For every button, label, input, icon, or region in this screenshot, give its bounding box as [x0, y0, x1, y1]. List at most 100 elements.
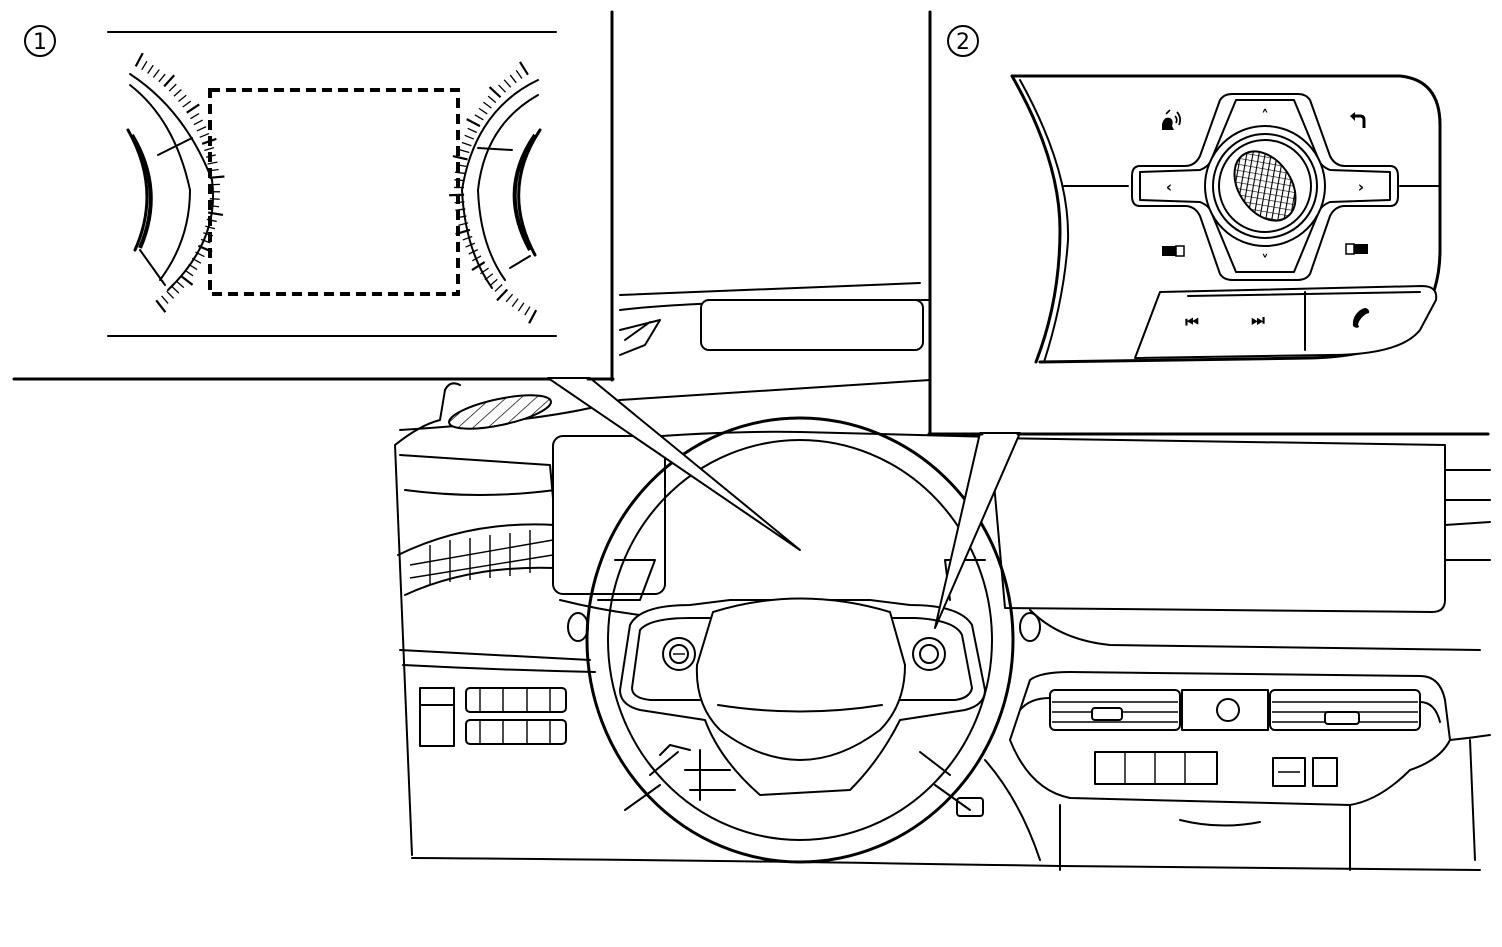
phone-icon[interactable] — [1352, 308, 1370, 328]
right-gauge-tick — [478, 107, 488, 115]
left-gauge-tick — [171, 285, 180, 294]
right-gauge-tick — [455, 171, 466, 175]
center-vent-right — [1269, 689, 1421, 731]
steering-wheel — [585, 416, 1015, 864]
left-gauge-tick — [134, 52, 144, 67]
left-gauge-tick — [193, 119, 203, 126]
steering-wheel-rim-inner — [607, 439, 993, 841]
left-panel-edge — [394, 382, 461, 856]
right-gauge-tick — [452, 154, 468, 161]
dash-far-edge — [619, 282, 921, 296]
left-gauge-tick — [147, 64, 154, 74]
right-gauge-ticks — [449, 61, 538, 324]
center-display — [989, 437, 1446, 613]
right-gauge-tick — [471, 261, 486, 271]
meter-center-display-area — [208, 88, 460, 296]
right-gauge-tick — [484, 273, 494, 281]
left-gauge-tick — [184, 269, 194, 277]
left-gauge-tick — [141, 60, 148, 71]
left-gauge-tick — [208, 211, 224, 217]
callout-panel-2: 2 ˄ ˅ ‹ › — [927, 0, 1502, 629]
right-gauge-tick — [458, 222, 469, 226]
right-gauge — [449, 61, 542, 324]
right-gauge-tick — [465, 242, 476, 248]
left-gauge-tick — [207, 161, 218, 165]
left-gauge-tick — [180, 274, 194, 286]
right-gauge-tick — [474, 114, 484, 121]
media-phone-button-row — [1134, 285, 1438, 359]
left-gauge-tick — [158, 73, 166, 83]
left-gauge-tick — [199, 132, 210, 138]
right-gauge-tick — [489, 278, 498, 287]
left-gauge-tick — [152, 69, 160, 78]
left-gauge-tick — [204, 147, 215, 152]
left-switch-row-1 — [465, 687, 567, 713]
left-gauge-tick — [173, 89, 182, 97]
right-gauge-tick — [505, 293, 514, 303]
side-defroster-vent — [448, 394, 552, 430]
steering-wheel-rim-outer — [585, 416, 1015, 864]
back-arrow-icon[interactable] — [1350, 112, 1366, 128]
left-switch-block — [419, 687, 455, 747]
dash-lower-edge — [1029, 609, 1481, 651]
callout-marker-1 — [24, 25, 56, 57]
right-gauge-tick — [487, 95, 497, 104]
right-gauge-tick — [494, 284, 503, 292]
right-gauge-tick — [455, 208, 466, 211]
left-gauge-tick — [195, 251, 205, 258]
left-gauge-tick — [168, 83, 177, 92]
left-gauge-tick — [200, 238, 211, 244]
right-stalk-knob — [1019, 612, 1041, 642]
right-gauge-tick — [498, 84, 506, 93]
left-gauge-tick — [186, 103, 200, 114]
left-gauge — [126, 52, 225, 313]
left-gauge-tick — [191, 257, 202, 264]
right-gauge-tick — [483, 101, 492, 109]
right-gauge-tick — [462, 235, 473, 241]
right-gauge-tick — [511, 298, 519, 307]
right-gauge-tick — [461, 141, 472, 147]
right-gauge-tick — [515, 70, 523, 79]
right-gauge-tick — [454, 201, 465, 204]
right-gauge-tick — [449, 193, 465, 197]
left-gauge-tick — [175, 280, 185, 289]
callout-panel-1: 1 — [0, 0, 801, 551]
left-gauge-tick — [182, 100, 192, 108]
chevron-up-icon[interactable]: ˄ — [1261, 107, 1269, 125]
callout-marker-2 — [947, 25, 979, 57]
voice-command-icon[interactable] — [1162, 109, 1182, 130]
left-gauge-tick — [196, 126, 207, 132]
right-gauge-tick — [468, 249, 479, 255]
right-tab-icon[interactable] — [1345, 243, 1368, 255]
left-gauge-tick — [155, 299, 167, 313]
horn-pad — [695, 597, 906, 761]
right-gauge-tick — [509, 74, 517, 84]
callout-number-1: 1 — [33, 30, 47, 55]
climate-button-row — [1094, 751, 1218, 785]
left-gauge-tick — [205, 225, 216, 230]
chevron-down-icon[interactable]: ˅ — [1261, 252, 1269, 270]
right-gauge-tick — [519, 61, 529, 76]
skip-forward-icon[interactable]: ⏭ — [1251, 311, 1265, 329]
left-gauge-tick — [209, 198, 220, 200]
skip-back-icon[interactable]: ⏮ — [1185, 313, 1199, 331]
right-gauge-tick — [456, 215, 467, 219]
scroll-dial-icon[interactable] — [1222, 140, 1308, 232]
right-gauge-tick — [524, 306, 531, 316]
left-gauge-tick — [163, 74, 176, 88]
left-gauge-tick — [188, 263, 198, 271]
console-switch-right — [1312, 757, 1338, 787]
right-gauge-tick — [459, 149, 470, 154]
dashboard — [394, 282, 1491, 871]
chevron-left-icon[interactable]: ‹ — [1166, 178, 1172, 196]
left-tab-icon[interactable] — [1162, 245, 1185, 257]
right-gauge-tick — [480, 267, 489, 275]
chevron-right-icon[interactable]: › — [1358, 178, 1364, 196]
right-gauge-tick — [488, 86, 502, 99]
defroster-vent — [700, 299, 924, 351]
callout-number-2: 2 — [956, 30, 970, 55]
left-gauge-tick — [161, 295, 169, 304]
right-gauge-tick — [464, 134, 475, 140]
left-gauge-tick — [166, 290, 175, 299]
left-gauge-tick — [178, 94, 187, 103]
